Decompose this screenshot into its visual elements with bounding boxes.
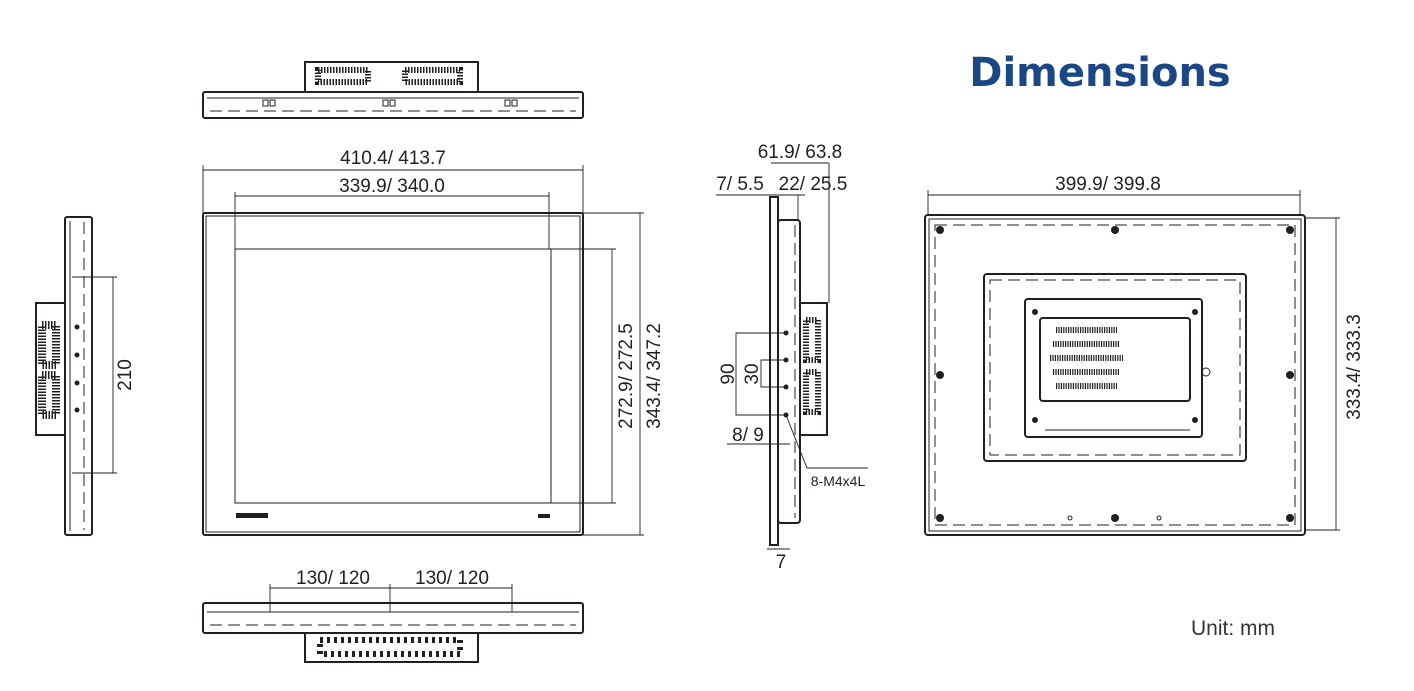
rear-view: 399.9/ 399.8 333.4/ 333.3 — [924, 174, 1365, 536]
dim-rear-height: 333.4/ 333.3 — [1344, 314, 1365, 420]
dim-spacing-right: 130/ 120 — [415, 568, 489, 589]
dim-bottom-depth: 7 — [776, 552, 787, 573]
unit-label: Unit: mm — [1191, 617, 1275, 640]
dim-body-depth: 22/ 25.5 — [779, 174, 848, 195]
dim-offset: 8/ 9 — [732, 425, 764, 446]
dim-display-height: 272.9/ 272.5 — [616, 323, 637, 429]
dim-bezel-depth: 7/ 5.5 — [716, 174, 764, 195]
side-view: 61.9/ 63.8 7/ 5.5 22/ 25.5 90 30 8/ 9 8-… — [716, 142, 868, 573]
top-view — [202, 61, 584, 119]
dim-rear-width: 399.9/ 399.8 — [1055, 174, 1161, 195]
dim-vesa-small: 30 — [742, 363, 763, 384]
screw-spec-label: 8-M4x4L — [811, 473, 866, 489]
dim-spacing-left: 130/ 120 — [296, 568, 370, 589]
vent-grille — [315, 67, 463, 85]
dim-overall-depth: 61.9/ 63.8 — [758, 142, 843, 163]
page-title: Dimensions — [969, 50, 1230, 96]
dim-overall-width: 410.4/ 413.7 — [340, 148, 446, 169]
dim-mount-spacing: 210 — [115, 359, 136, 391]
dim-vesa-large: 90 — [718, 363, 739, 384]
logo-mark — [236, 513, 268, 518]
left-side-view: 210 — [35, 216, 136, 536]
dim-display-width: 339.9/ 340.0 — [339, 176, 445, 197]
dim-overall-height: 343.4/ 347.2 — [644, 323, 665, 429]
power-led — [538, 514, 550, 518]
front-view: 410.4/ 413.7 339.9/ 340.0 272.9/ 272.5 3… — [202, 148, 665, 536]
bottom-view: 130/ 120 130/ 120 — [202, 568, 584, 663]
